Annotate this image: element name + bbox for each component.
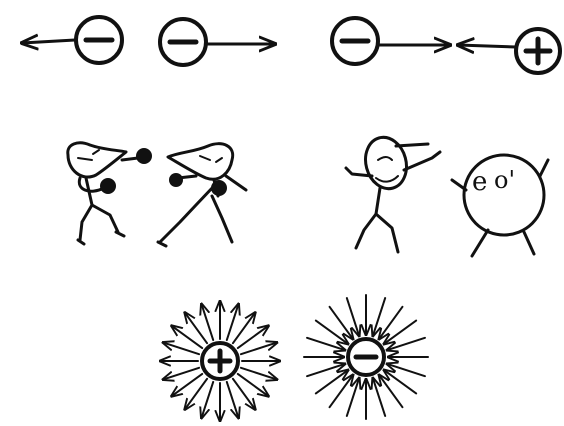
field-line-icon bbox=[307, 338, 345, 350]
negative-charge-icon bbox=[332, 18, 378, 64]
field-line-icon bbox=[163, 342, 199, 354]
field-line-icon bbox=[316, 370, 348, 394]
field-line-icon bbox=[307, 364, 345, 376]
field-line-icon bbox=[384, 321, 416, 345]
fighter-right bbox=[158, 144, 246, 246]
repel-arrow-left bbox=[22, 40, 75, 43]
field-line-icon bbox=[347, 298, 359, 336]
fighter-left bbox=[68, 143, 152, 244]
field-line-icon bbox=[387, 338, 425, 350]
positive-charge-icon bbox=[202, 343, 238, 379]
field-line-icon bbox=[227, 304, 239, 340]
negative-charge-icon bbox=[160, 19, 206, 65]
face-eyes: e bbox=[472, 167, 487, 197]
field-line-icon bbox=[201, 382, 213, 418]
svg-text:o': o' bbox=[494, 166, 515, 194]
field-line-icon bbox=[384, 370, 416, 394]
field-line-icon bbox=[201, 304, 213, 340]
field-line-icon bbox=[163, 368, 199, 380]
attraction-pair bbox=[332, 18, 560, 73]
positive-charge-icon bbox=[516, 29, 560, 73]
negative-charge-icon bbox=[348, 339, 384, 375]
field-line-icon bbox=[387, 364, 425, 376]
fighting-characters bbox=[68, 143, 246, 246]
field-line-icon bbox=[330, 307, 354, 339]
negative-charge-icon bbox=[76, 17, 122, 63]
character-plus: e o' bbox=[452, 155, 548, 256]
attract-arrow-left bbox=[458, 45, 516, 47]
field-line-icon bbox=[330, 375, 354, 407]
friendly-characters: e o' bbox=[346, 133, 548, 256]
character-minus bbox=[346, 133, 440, 252]
field-line-icon bbox=[373, 378, 385, 416]
field-line-icon bbox=[241, 368, 277, 380]
positive-field bbox=[160, 301, 280, 421]
field-line-icon bbox=[241, 342, 277, 354]
field-line-icon bbox=[373, 298, 385, 336]
field-line-icon bbox=[379, 375, 403, 407]
field-line-icon bbox=[316, 321, 348, 345]
field-line-icon bbox=[227, 382, 239, 418]
field-line-icon bbox=[347, 378, 359, 416]
negative-field bbox=[304, 295, 428, 419]
repulsion-pair bbox=[22, 17, 275, 65]
field-line-icon bbox=[379, 307, 403, 339]
